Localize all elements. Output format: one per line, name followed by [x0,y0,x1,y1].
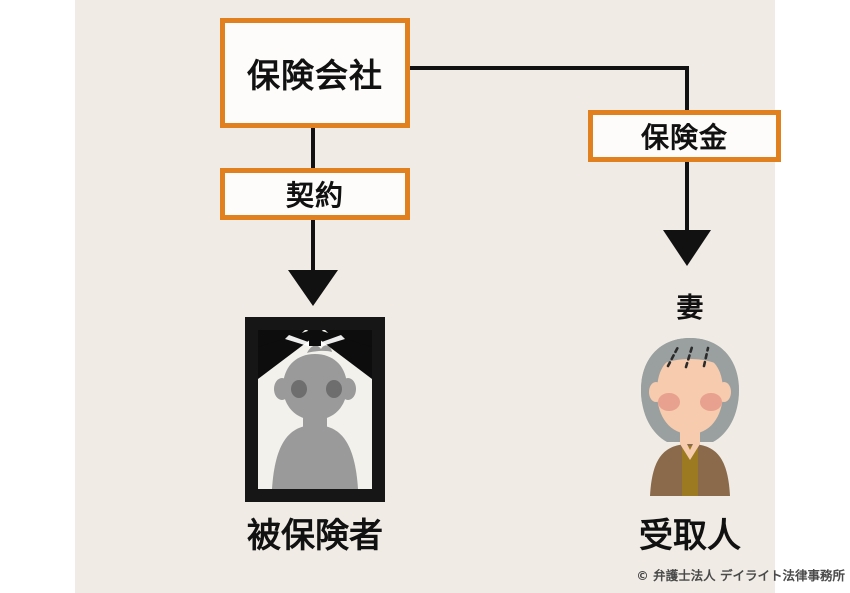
node-contract-label: 契約 [285,179,344,212]
arrow-down-to-wife-icon [663,230,711,266]
connector-insurer-to-payout-horizontal [408,66,689,70]
memorial-portrait-icon [245,317,385,502]
label-beneficiary: 受取人 [639,516,741,556]
arrow-down-to-insured-icon [288,270,338,306]
connector-contract-to-insured-stem [311,218,315,276]
label-wife: 妻 [676,293,704,324]
node-contract[interactable]: 契約 [220,168,410,220]
elderly-woman-icon [641,338,739,496]
node-insurance-company-label: 保険会社 [247,56,383,95]
node-insurance-company[interactable]: 保険会社 [220,18,410,128]
connector-insurer-to-contract [311,126,315,170]
diagram-canvas: 保険会社 契約 保険金 [75,0,845,593]
node-insurance-payout-label: 保険金 [640,121,728,154]
copyright-notice: © 弁護士法人 デイライト法律事務所 [636,568,845,583]
connector-payout-to-wife-stem [685,160,689,236]
connector-insurer-to-payout-vertical [685,66,689,112]
node-insurance-payout[interactable]: 保険金 [588,110,781,162]
label-insured-person: 被保険者 [247,516,383,556]
